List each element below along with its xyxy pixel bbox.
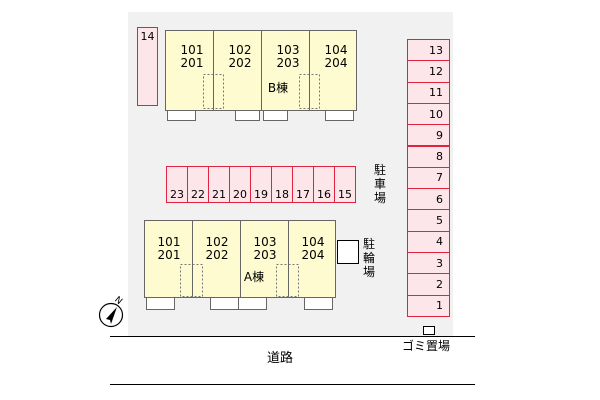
unit-number: 202 xyxy=(228,56,252,70)
parking-space-number: 3 xyxy=(436,256,443,270)
unit-number: 104 xyxy=(301,235,325,249)
building-a-unit-2: 102 202 xyxy=(193,236,241,262)
parking-space-4: 4 xyxy=(407,230,450,253)
parking-space-number: 9 xyxy=(436,128,443,142)
building-a-unit-3: 103 203 xyxy=(241,236,289,262)
parking-space-22: 22 xyxy=(187,166,209,203)
building-a-unit-4: 104 204 xyxy=(289,236,337,262)
parking-space-6: 6 xyxy=(407,188,450,211)
parking-space-number: 19 xyxy=(254,188,268,201)
parking-space-13: 13 xyxy=(407,39,450,62)
parking-space-number: 18 xyxy=(275,188,289,201)
compass-icon xyxy=(98,302,124,328)
parking-label-char: 車 xyxy=(373,177,386,191)
parking-space-7: 7 xyxy=(407,166,450,190)
parking-space-12: 12 xyxy=(407,60,450,83)
parking-space-number: 2 xyxy=(436,277,443,291)
garbage-box xyxy=(423,326,435,335)
parking-space-number: 22 xyxy=(191,188,205,201)
parking-space-number: 16 xyxy=(317,188,331,201)
building-b-shape xyxy=(165,30,357,121)
parking-space-2: 2 xyxy=(407,273,450,296)
unit-number: 203 xyxy=(276,56,300,70)
bike-parking-label: 駐 輪 場 xyxy=(362,237,376,279)
bike-label-char: 輪 xyxy=(362,251,375,265)
unit-number: 204 xyxy=(301,248,325,262)
parking-space-11: 11 xyxy=(407,81,450,104)
bike-label-char: 駐 xyxy=(362,237,375,251)
parking-space-16: 16 xyxy=(313,166,335,203)
parking-label: 駐 車 場 xyxy=(373,163,387,205)
parking-space-number: 17 xyxy=(296,188,310,201)
parking-space-number: 4 xyxy=(436,235,443,249)
unit-number: 103 xyxy=(253,235,277,249)
building-b-name: B棟 xyxy=(267,81,289,95)
building-b-unit-3: 103 203 xyxy=(264,44,312,70)
parking-space-10: 10 xyxy=(407,102,450,126)
unit-number: 102 xyxy=(205,235,229,249)
parking-space-3: 3 xyxy=(407,252,450,275)
parking-space-number: 12 xyxy=(429,64,443,78)
road-edge-top xyxy=(110,336,475,337)
parking-space-17: 17 xyxy=(292,166,314,203)
garbage-label: ゴミ置場 xyxy=(401,339,450,353)
parking-space-number: 15 xyxy=(338,188,352,201)
parking-space-14: 14 xyxy=(137,27,158,106)
parking-space-number: 13 xyxy=(429,43,443,57)
parking-space-23: 23 xyxy=(166,166,188,203)
unit-number: 202 xyxy=(205,248,229,262)
parking-label-char: 駐 xyxy=(373,163,386,177)
parking-space-9: 9 xyxy=(407,124,450,147)
road-label: 道路 xyxy=(266,351,293,366)
parking-space-number: 6 xyxy=(436,192,443,206)
parking-space-number: 23 xyxy=(170,188,184,201)
parking-space-5: 5 xyxy=(407,209,450,232)
unit-number: 104 xyxy=(324,43,348,57)
parking-space-1: 1 xyxy=(407,294,450,317)
unit-number: 201 xyxy=(157,248,181,262)
building-a-name: A棟 xyxy=(243,270,265,284)
bike-label-char: 場 xyxy=(362,265,375,279)
unit-number: 102 xyxy=(228,43,252,57)
parking-space-19: 19 xyxy=(250,166,272,203)
building-a-shape xyxy=(144,220,336,310)
parking-space-number: 21 xyxy=(212,188,226,201)
parking-label-char: 場 xyxy=(373,191,386,205)
parking-space-21: 21 xyxy=(208,166,230,203)
unit-number: 103 xyxy=(276,43,300,57)
unit-number: 101 xyxy=(157,235,181,249)
parking-space-18: 18 xyxy=(271,166,293,203)
road-edge-bottom xyxy=(110,384,475,385)
unit-number: 203 xyxy=(253,248,277,262)
building-b-unit-2: 102 202 xyxy=(216,44,264,70)
parking-space-number: 8 xyxy=(436,150,443,164)
parking-space-number: 7 xyxy=(436,171,443,185)
unit-number: 201 xyxy=(180,56,204,70)
unit-number: 204 xyxy=(324,56,348,70)
unit-number: 101 xyxy=(180,43,204,57)
building-b-unit-1: 101 201 xyxy=(168,44,216,70)
parking-space-number: 14 xyxy=(140,30,155,43)
parking-space-number: 20 xyxy=(233,188,247,201)
parking-space-number: 10 xyxy=(429,107,443,121)
parking-space-number: 1 xyxy=(436,299,443,313)
parking-space-20: 20 xyxy=(229,166,251,203)
bike-parking-box xyxy=(337,240,359,264)
parking-space-number: 11 xyxy=(429,86,443,100)
building-a-unit-1: 101 201 xyxy=(145,236,193,262)
building-b-unit-4: 104 204 xyxy=(312,44,360,70)
parking-space-8: 8 xyxy=(407,145,450,168)
parking-space-number: 5 xyxy=(436,214,443,228)
parking-space-15: 15 xyxy=(334,166,356,203)
